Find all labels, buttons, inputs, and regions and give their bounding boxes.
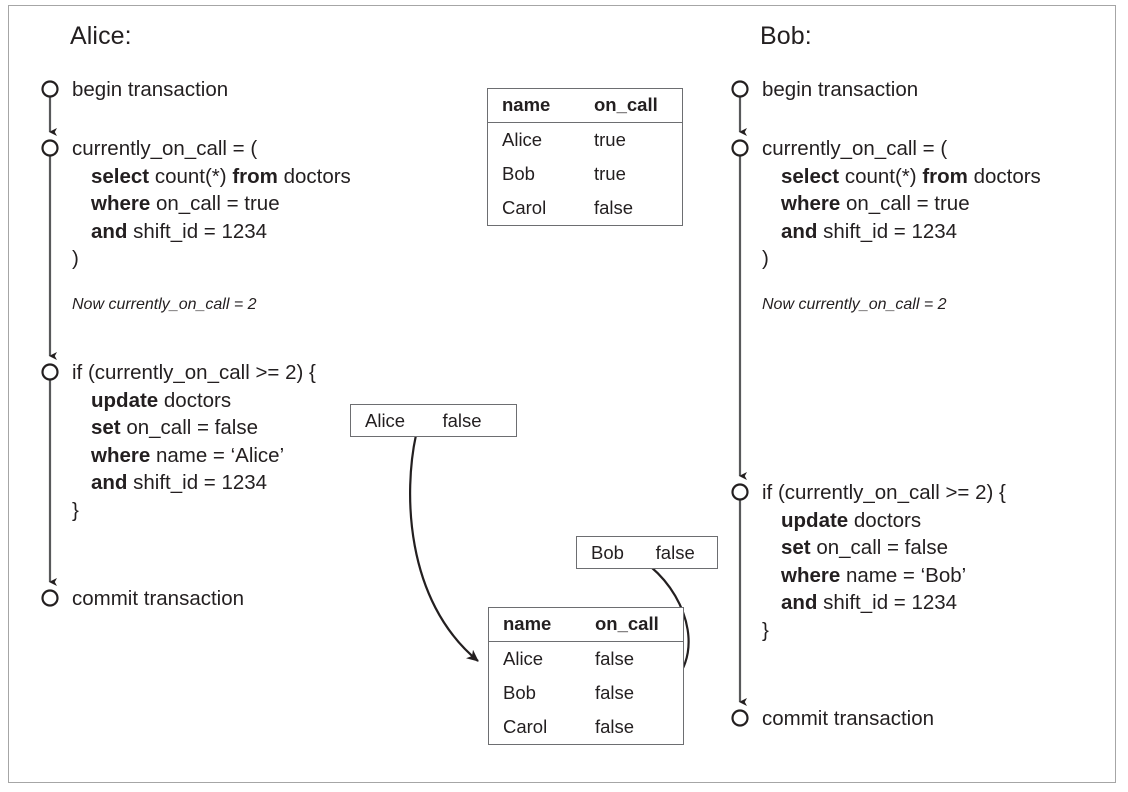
bob-if-close: } bbox=[762, 618, 769, 642]
bob-if-line-1: update doctors bbox=[781, 508, 922, 532]
diagram-frame bbox=[8, 5, 1116, 783]
kw-and: and bbox=[91, 219, 128, 243]
bob-select-line-3: and shift_id = 1234 bbox=[781, 219, 958, 243]
cell-name: Bob bbox=[502, 163, 535, 184]
alice-step-commit: commit transaction bbox=[72, 585, 244, 613]
cell-name: Alice bbox=[502, 129, 543, 150]
bob-select-head: currently_on_call = ( bbox=[762, 137, 948, 160]
bob-select-line-1: select count(*) from doctors bbox=[781, 164, 1041, 188]
alice-select-line-2: where on_call = true bbox=[91, 192, 280, 215]
alice-if-head: if (currently_on_call >= 2) { bbox=[72, 361, 316, 384]
kw-where: where bbox=[781, 192, 841, 215]
alice-select-head: currently_on_call = ( bbox=[72, 137, 258, 160]
table-header-row: name on_call bbox=[488, 607, 684, 642]
cell-name: Alice bbox=[503, 648, 544, 669]
bob-if-line-2: set on_call = false bbox=[781, 536, 948, 559]
table-row: Bob false bbox=[489, 676, 684, 710]
alice-select-line-3: and shift_id = 1234 bbox=[91, 219, 268, 243]
write-row-alice-value: false bbox=[442, 409, 482, 431]
col-header-name: name bbox=[488, 607, 581, 642]
cell-name: Bob bbox=[503, 682, 536, 703]
bob-step-commit: commit transaction bbox=[762, 705, 934, 733]
bob-if-head: if (currently_on_call >= 2) { bbox=[762, 481, 1006, 504]
col-header-name: name bbox=[487, 88, 580, 123]
table-header-row: name on_call bbox=[487, 88, 683, 123]
write-row-bob-value: false bbox=[655, 541, 695, 563]
alice-if-line-2: set on_call = false bbox=[91, 416, 258, 439]
bob-title: Bob: bbox=[760, 22, 812, 50]
kw-and: and bbox=[91, 471, 128, 494]
bob-note: Now currently_on_call = 2 bbox=[762, 296, 947, 313]
alice-select-line-1: select count(*) from doctors bbox=[91, 164, 351, 188]
alice-if-line-4: and shift_id = 1234 bbox=[91, 471, 268, 494]
alice-if-line-3: where name = ‘Alice’ bbox=[91, 443, 285, 467]
table-row: Bob true bbox=[488, 157, 683, 191]
col-header-on-call: on_call bbox=[581, 607, 684, 642]
bob-step-if: if (currently_on_call >= 2) { update doc… bbox=[762, 479, 1006, 644]
doctors-table-before: name on_call Alice true Bob true Carol f… bbox=[487, 88, 683, 226]
bob-select-close: ) bbox=[762, 247, 769, 270]
cell-on-call: true bbox=[594, 129, 626, 150]
bob-if-line-3: where name = ‘Bob’ bbox=[781, 563, 967, 587]
kw-select: select bbox=[91, 164, 150, 188]
cell-on-call: false bbox=[595, 682, 635, 703]
kw-where: where bbox=[91, 443, 151, 467]
alice-title: Alice: bbox=[70, 22, 132, 50]
bob-step-begin-text: begin transaction bbox=[762, 78, 919, 101]
kw-set: set bbox=[91, 416, 121, 439]
alice-step-begin: begin transaction bbox=[72, 76, 228, 104]
alice-step-select: currently_on_call = ( select count(*) fr… bbox=[72, 135, 351, 273]
bob-if-line-4: and shift_id = 1234 bbox=[781, 591, 958, 614]
table-row: Carol false bbox=[488, 191, 683, 226]
kw-from: from bbox=[232, 164, 278, 188]
alice-if-line-1: update doctors bbox=[91, 388, 232, 412]
cell-on-call: false bbox=[595, 648, 635, 669]
alice-step-commit-text: commit transaction bbox=[72, 587, 245, 610]
col-header-on-call: on_call bbox=[580, 88, 683, 123]
kw-where: where bbox=[91, 192, 151, 215]
kw-set: set bbox=[781, 536, 811, 559]
cell-name: Carol bbox=[503, 716, 548, 737]
bob-step-select: currently_on_call = ( select count(*) fr… bbox=[762, 135, 1041, 273]
kw-from: from bbox=[922, 164, 968, 188]
table-row: Alice false bbox=[489, 642, 684, 677]
write-row-alice: Alice false bbox=[350, 404, 517, 437]
cell-name: Carol bbox=[502, 197, 547, 218]
cell-on-call: false bbox=[594, 197, 634, 218]
write-row-bob: Bob false bbox=[576, 536, 718, 569]
alice-step-begin-text: begin transaction bbox=[72, 78, 229, 101]
kw-update: update bbox=[781, 508, 849, 532]
cell-on-call: true bbox=[594, 163, 626, 184]
alice-if-close: } bbox=[72, 498, 79, 522]
write-row-alice-name: Alice bbox=[365, 409, 406, 431]
alice-note: Now currently_on_call = 2 bbox=[72, 296, 257, 313]
write-row-bob-name: Bob bbox=[591, 541, 624, 563]
kw-and: and bbox=[781, 591, 818, 614]
kw-update: update bbox=[91, 388, 159, 412]
bob-step-begin: begin transaction bbox=[762, 76, 918, 104]
bob-select-line-2: where on_call = true bbox=[781, 192, 970, 215]
cell-on-call: false bbox=[595, 716, 635, 737]
alice-step-if: if (currently_on_call >= 2) { update doc… bbox=[72, 359, 316, 524]
kw-select: select bbox=[781, 164, 840, 188]
table-row: Carol false bbox=[489, 710, 684, 745]
kw-and: and bbox=[781, 219, 818, 243]
alice-select-close: ) bbox=[72, 247, 79, 270]
table-row: Alice true bbox=[488, 123, 683, 158]
kw-where: where bbox=[781, 563, 841, 587]
doctors-table-after: name on_call Alice false Bob false Carol… bbox=[488, 607, 684, 745]
bob-step-commit-text: commit transaction bbox=[762, 707, 935, 730]
